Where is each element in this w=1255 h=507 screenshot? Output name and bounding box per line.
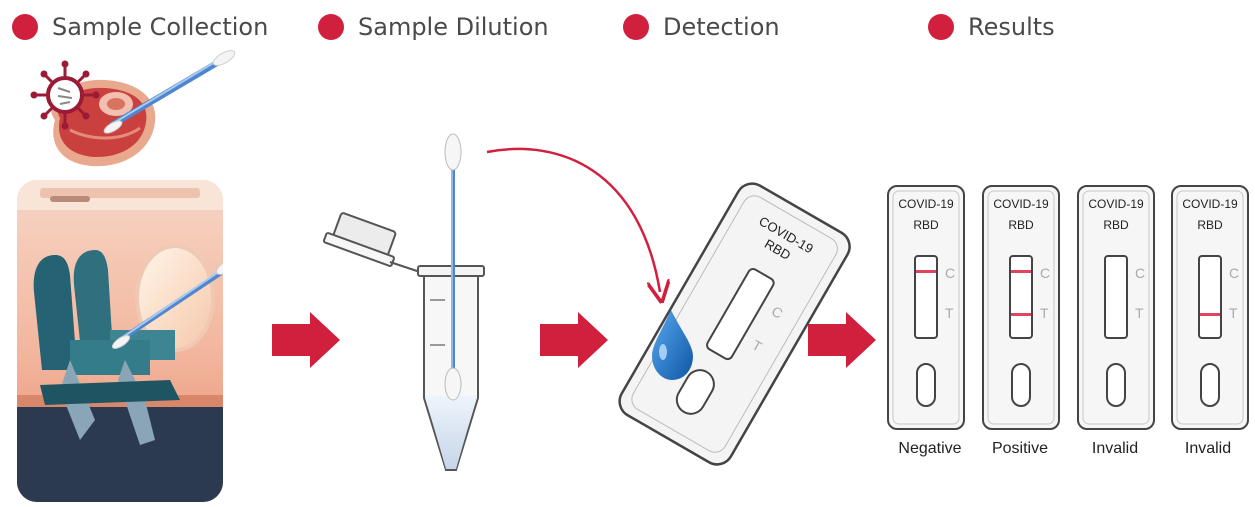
step-header-detection: Detection: [623, 10, 780, 44]
sample-well: [916, 363, 936, 407]
step-title: Sample Dilution: [358, 13, 549, 41]
result-label: Invalid: [1091, 440, 1139, 457]
result-label: Positive: [991, 440, 1049, 457]
step-bullet-icon: [623, 14, 649, 40]
virus-icon: [30, 60, 100, 130]
control-line: [916, 270, 936, 273]
detection-cassette: COVID-19 RBD C T: [618, 182, 851, 466]
step-bullet-icon: [12, 14, 38, 40]
step-arrow-icon: [540, 312, 608, 368]
control-line-mark: C: [1135, 265, 1145, 281]
airplane-cabin-illustration: [17, 180, 223, 502]
results-group: COVID-19RBDCTCOVID-19RBDCTCOVID-19RBDCTC…: [887, 185, 1249, 430]
cassette-label: COVID-19: [1182, 197, 1238, 211]
test-line-mark: T: [1135, 305, 1144, 321]
control-line-mark: C: [1040, 265, 1050, 281]
step-header-sample-collection: Sample Collection: [12, 10, 268, 44]
tube-cap-icon: [322, 212, 397, 267]
result-window: [1104, 255, 1128, 339]
test-line-mark: T: [945, 305, 954, 321]
result-window: [1009, 255, 1033, 339]
result-window: [914, 255, 938, 339]
cassette-label: COVID-19: [898, 197, 954, 211]
control-line-mark: C: [1229, 265, 1239, 281]
step-title: Results: [968, 13, 1055, 41]
control-line-mark: C: [945, 265, 955, 281]
transfer-arrow-icon: [486, 147, 660, 292]
cassette-label: RBD: [913, 218, 939, 232]
sample-tube-illustration: [322, 133, 485, 471]
cassette-label: COVID-19: [993, 197, 1049, 211]
droplet-icon: [652, 310, 693, 380]
test-line: [1200, 313, 1220, 316]
test-line-mark: T: [1229, 305, 1238, 321]
result-label: Invalid: [1184, 440, 1232, 457]
cassette-label: RBD: [1197, 218, 1223, 232]
step-header-results: Results: [928, 10, 1055, 44]
sample-well: [1106, 363, 1126, 407]
cassette-label: COVID-19: [1088, 197, 1144, 211]
swab-icon: [103, 50, 236, 134]
step-title: Sample Collection: [52, 13, 269, 41]
result-label: Negative: [898, 440, 962, 457]
step-arrow-icon: [808, 312, 876, 368]
cassette-label: RBD: [1103, 218, 1129, 232]
test-line-mark: T: [1040, 305, 1049, 321]
sample-well: [1200, 363, 1220, 407]
test-line: [1011, 313, 1031, 316]
result-window: [1198, 255, 1222, 339]
step-title: Detection: [663, 13, 780, 41]
step-arrow-icon: [272, 312, 340, 368]
cassette-label: RBD: [1008, 218, 1034, 232]
control-line: [1011, 270, 1031, 273]
sample-well: [1011, 363, 1031, 407]
step-header-sample-dilution: Sample Dilution: [318, 10, 549, 44]
step-bullet-icon: [318, 14, 344, 40]
step-bullet-icon: [928, 14, 954, 40]
